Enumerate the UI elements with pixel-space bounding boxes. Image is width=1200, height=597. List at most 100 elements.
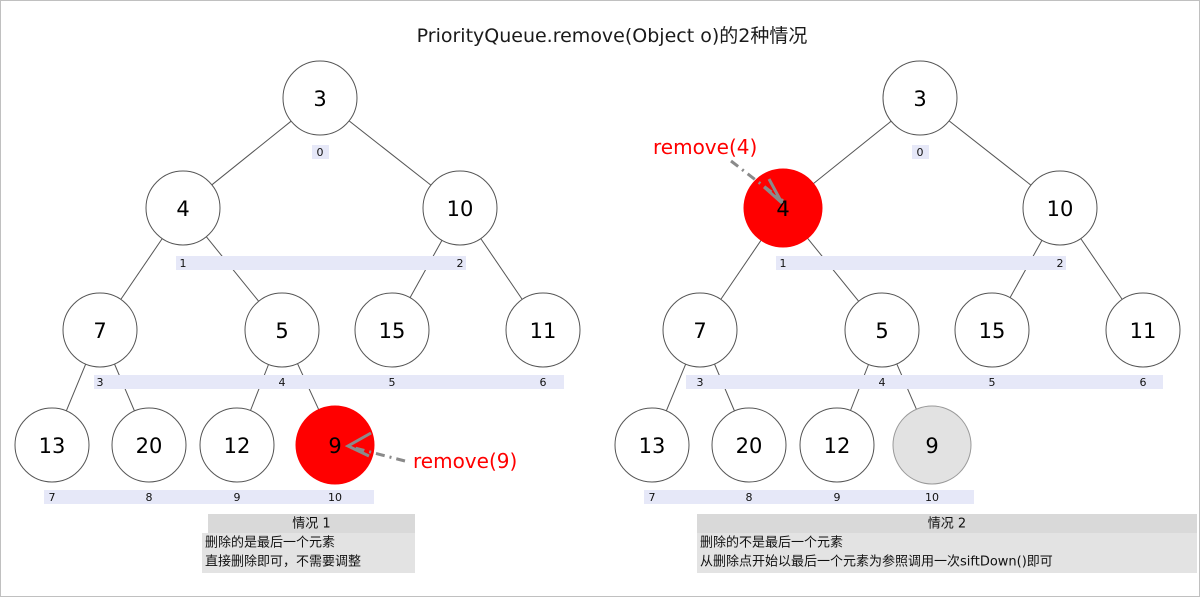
index-label: 6 xyxy=(1140,376,1147,389)
node-value: 4 xyxy=(776,197,789,221)
tree-node-10[interactable]: 10 xyxy=(422,170,498,246)
node-circle xyxy=(295,405,375,485)
index-bar xyxy=(176,256,466,270)
callout-arrow-head-left xyxy=(344,431,372,458)
right-caption-lines: 删除的不是最后一个元素从删除点开始以最后一个元素为参照调用一次siftDown(… xyxy=(700,535,1053,570)
callout-label-remove-9: remove(9) xyxy=(413,449,517,473)
node-circle xyxy=(422,170,498,246)
index-label: 5 xyxy=(989,376,996,389)
node-circle xyxy=(662,292,738,368)
tree-node-7[interactable]: 7 xyxy=(62,292,138,368)
index-bar xyxy=(94,375,564,389)
node-value: 7 xyxy=(93,319,106,343)
node-value: 4 xyxy=(176,197,189,221)
caption-line: 从删除点开始以最后一个元素为参照调用一次siftDown()即可 xyxy=(700,554,1053,570)
node-circle xyxy=(882,60,958,136)
index-label: 7 xyxy=(49,491,56,504)
node-circle xyxy=(199,407,275,483)
node-circle xyxy=(505,292,581,368)
node-circle xyxy=(354,292,430,368)
node-circle xyxy=(244,292,320,368)
left-caption-body-bg xyxy=(202,533,415,573)
caption-line: 删除的不是最后一个元素 xyxy=(700,535,843,551)
node-circle xyxy=(1022,170,1098,246)
index-label: 2 xyxy=(457,257,464,270)
node-circle xyxy=(14,407,90,483)
index-label: 1 xyxy=(780,257,787,270)
index-label: 1 xyxy=(180,257,187,270)
index-bar xyxy=(776,256,1066,270)
index-label: 5 xyxy=(389,376,396,389)
tree-node-5[interactable]: 5 xyxy=(244,292,320,368)
node-value: 15 xyxy=(379,319,406,343)
index-bar xyxy=(912,145,929,159)
tree-node-11[interactable]: 11 xyxy=(1105,292,1181,368)
node-value: 20 xyxy=(136,434,163,458)
tree-node-15[interactable]: 15 xyxy=(354,292,430,368)
right-caption-header-bg xyxy=(697,514,1197,533)
tree-edge xyxy=(211,120,292,186)
caption-line: 直接删除即可，不需要调整 xyxy=(205,554,361,570)
page-title: PriorityQueue.remove(Object o)的2种情况 xyxy=(417,25,808,47)
tree-node-12[interactable]: 12 xyxy=(199,407,275,483)
node-value: 5 xyxy=(875,319,888,343)
left-callout-remove-9: remove(9) xyxy=(344,431,517,473)
node-circle xyxy=(282,60,358,136)
index-label: 4 xyxy=(879,376,886,389)
index-label: 2 xyxy=(1057,257,1064,270)
index-label: 3 xyxy=(97,376,104,389)
node-value: 13 xyxy=(639,434,666,458)
index-label: 7 xyxy=(649,491,656,504)
index-label: 3 xyxy=(697,376,704,389)
tree-edge xyxy=(813,120,892,184)
tree-node-7[interactable]: 7 xyxy=(662,292,738,368)
tree-node-3[interactable]: 3 xyxy=(882,60,958,136)
node-value: 9 xyxy=(328,434,341,458)
node-circle xyxy=(62,292,138,368)
index-label: 9 xyxy=(834,491,841,504)
node-circle xyxy=(1105,292,1181,368)
tree-node-9[interactable]: 9 xyxy=(295,405,375,485)
tree-edge xyxy=(120,238,163,300)
index-bar xyxy=(312,145,329,159)
index-label: 4 xyxy=(279,376,286,389)
tree-node-4[interactable]: 4 xyxy=(743,168,823,248)
tree-node-3[interactable]: 3 xyxy=(282,60,358,136)
index-label: 8 xyxy=(746,491,753,504)
node-value: 15 xyxy=(979,319,1006,343)
tree-node-10[interactable]: 10 xyxy=(1022,170,1098,246)
index-label: 10 xyxy=(925,491,939,504)
index-bar xyxy=(686,375,1163,389)
right-caption-box: 情况 2 删除的不是最后一个元素从删除点开始以最后一个元素为参照调用一次sift… xyxy=(697,514,1197,573)
node-circle xyxy=(145,170,221,246)
index-label: 8 xyxy=(146,491,153,504)
callout-label-remove-4: remove(4) xyxy=(653,135,757,159)
tree-node-4[interactable]: 4 xyxy=(145,170,221,246)
tree-edge xyxy=(348,120,432,186)
tree-node-13[interactable]: 13 xyxy=(14,407,90,483)
node-circle xyxy=(711,407,787,483)
node-value: 10 xyxy=(1047,197,1074,221)
tree-node-20[interactable]: 20 xyxy=(111,407,187,483)
index-bar xyxy=(44,490,374,504)
tree-edge xyxy=(1080,238,1123,300)
node-value: 12 xyxy=(224,434,251,458)
tree-node-20[interactable]: 20 xyxy=(711,407,787,483)
index-label: 0 xyxy=(917,146,924,159)
tree-node-11[interactable]: 11 xyxy=(505,292,581,368)
node-value: 7 xyxy=(693,319,706,343)
tree-node-5[interactable]: 5 xyxy=(844,292,920,368)
callout-arrow-head-right xyxy=(763,178,784,205)
tree-node-9[interactable]: 9 xyxy=(892,405,972,485)
tree-node-12[interactable]: 12 xyxy=(799,407,875,483)
tree-node-13[interactable]: 13 xyxy=(614,407,690,483)
tree-node-15[interactable]: 15 xyxy=(954,292,1030,368)
caption-line: 删除的是最后一个元素 xyxy=(205,535,335,551)
